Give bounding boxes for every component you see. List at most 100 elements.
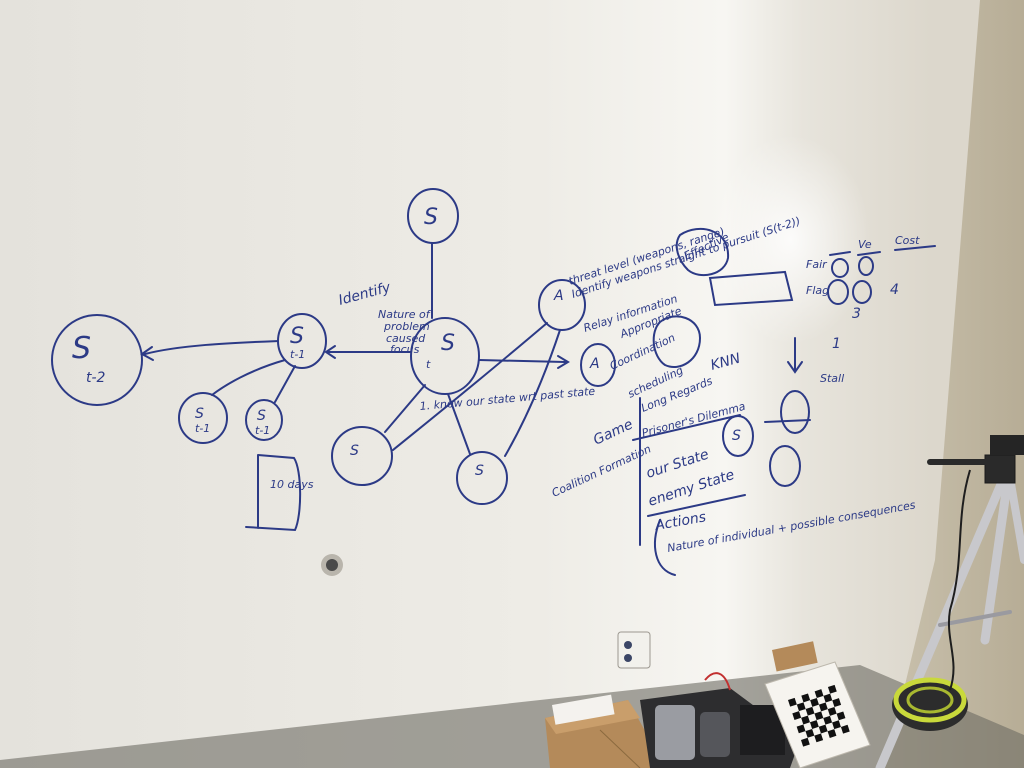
node-center: [410, 317, 480, 395]
door-stopper: [321, 554, 343, 576]
checker-square: [832, 720, 841, 730]
sketch-curve: [654, 519, 676, 576]
node-ring: [780, 390, 810, 434]
cardboard-box: [545, 694, 650, 768]
sketch-arrow-down: [787, 337, 803, 374]
arrow-past-to-farleft: [144, 340, 279, 355]
node-lower-left: [331, 426, 393, 486]
note-n1: 1: [832, 336, 841, 352]
sketch-line: [632, 397, 746, 546]
arrow-right-to-lowerright: [504, 329, 561, 457]
note-flag: Flag: [806, 284, 829, 297]
sketch-circle: [858, 256, 874, 276]
checker-square: [801, 693, 811, 703]
checker-square: [836, 711, 846, 721]
node-right-label: A: [553, 288, 564, 304]
node-lower-left-label: S: [350, 443, 359, 459]
box-ten-days: [245, 454, 302, 532]
arrow-lowerright-to-center: [447, 393, 471, 455]
node-past-mid-sub: t-1: [290, 348, 305, 361]
checker-square: [823, 715, 833, 725]
arrow-right-to-lowerleft: [392, 322, 548, 451]
checker-square: [827, 729, 837, 738]
node-center-label: S: [441, 331, 455, 356]
note-col-c: Cost: [895, 234, 920, 247]
checker-square: [827, 706, 837, 716]
node-lower-right-label: S: [475, 463, 484, 479]
node-action: [580, 343, 616, 387]
node-top-label: S: [424, 205, 438, 230]
checker-square: [788, 697, 797, 707]
sketch-circle: [827, 279, 849, 305]
arrowhead: [324, 345, 336, 359]
node-right: [538, 279, 586, 331]
sketch-circle: [852, 280, 872, 304]
note-problem: problem: [383, 320, 430, 333]
cable-reel: [892, 677, 968, 731]
node-small-a: [178, 392, 228, 444]
node-lower-right: [456, 451, 508, 505]
node-small-a-label: S: [195, 406, 204, 422]
node-far-left-sub: t-2: [86, 370, 106, 386]
checker-square: [814, 689, 824, 699]
sketch-line: [829, 245, 936, 256]
sketch-box: [708, 270, 794, 307]
arrow-center-to-lowerleft: [384, 384, 426, 433]
node-small-b-label: S: [257, 408, 266, 424]
checker-square: [792, 711, 802, 720]
checker-square: [823, 693, 833, 703]
glare: [560, 80, 880, 500]
checker-square: [814, 711, 824, 721]
cable: [948, 469, 971, 691]
equipment-pile: [640, 672, 800, 768]
checker-square: [809, 720, 819, 729]
checker-square: [801, 715, 810, 725]
line-past-to-small-a: [211, 359, 286, 396]
sketch-circle: [831, 258, 849, 278]
node-small-b-sub: t-1: [255, 424, 270, 437]
note-nature: Nature of: [378, 308, 432, 321]
checker-square: [814, 733, 824, 743]
note-n3: 3: [852, 306, 861, 322]
node-right-small-label: S: [732, 428, 741, 444]
note-ten-days: 10 days: [270, 478, 314, 491]
sketch-face: [652, 315, 702, 368]
arrow-center-to-right: [478, 359, 566, 363]
arrowhead: [140, 346, 154, 361]
note-n4: 4: [890, 282, 899, 298]
node-past-mid-label: S: [290, 324, 304, 349]
checker-square: [832, 698, 842, 707]
node-empty: [769, 445, 801, 487]
sketch-arrow-left: [764, 419, 811, 423]
node-far-left-label: S: [72, 331, 91, 366]
note-focus: focus: [390, 343, 420, 356]
checker-square: [818, 702, 828, 712]
node-small-b: [245, 399, 283, 441]
checker-square: [840, 724, 850, 734]
checker-square: [800, 737, 810, 747]
note-caused: caused: [386, 332, 426, 345]
wall-outlet: [617, 631, 651, 669]
checkerboard-target: [764, 641, 871, 768]
checker-square: [805, 728, 815, 738]
node-action-label: A: [589, 356, 600, 372]
checker-square: [827, 684, 837, 694]
arrowhead: [557, 355, 570, 369]
checker-square: [810, 698, 819, 707]
checker-square: [805, 706, 815, 716]
note-stall: Stall: [820, 372, 844, 385]
note-col-b: Ve: [858, 238, 872, 251]
line-past-to-small-b: [274, 365, 296, 403]
side-wall: [885, 0, 1024, 768]
node-center-sub: t: [426, 358, 431, 371]
node-small-a-sub: t-1: [195, 422, 210, 435]
checker-square: [796, 724, 806, 734]
node-far-left: [51, 314, 143, 406]
checker-square: [796, 702, 806, 712]
sketch-face2: [675, 227, 730, 277]
checker-square: [818, 724, 828, 734]
note-knn: KNN: [709, 350, 743, 373]
note-fair: Fair: [806, 258, 828, 271]
